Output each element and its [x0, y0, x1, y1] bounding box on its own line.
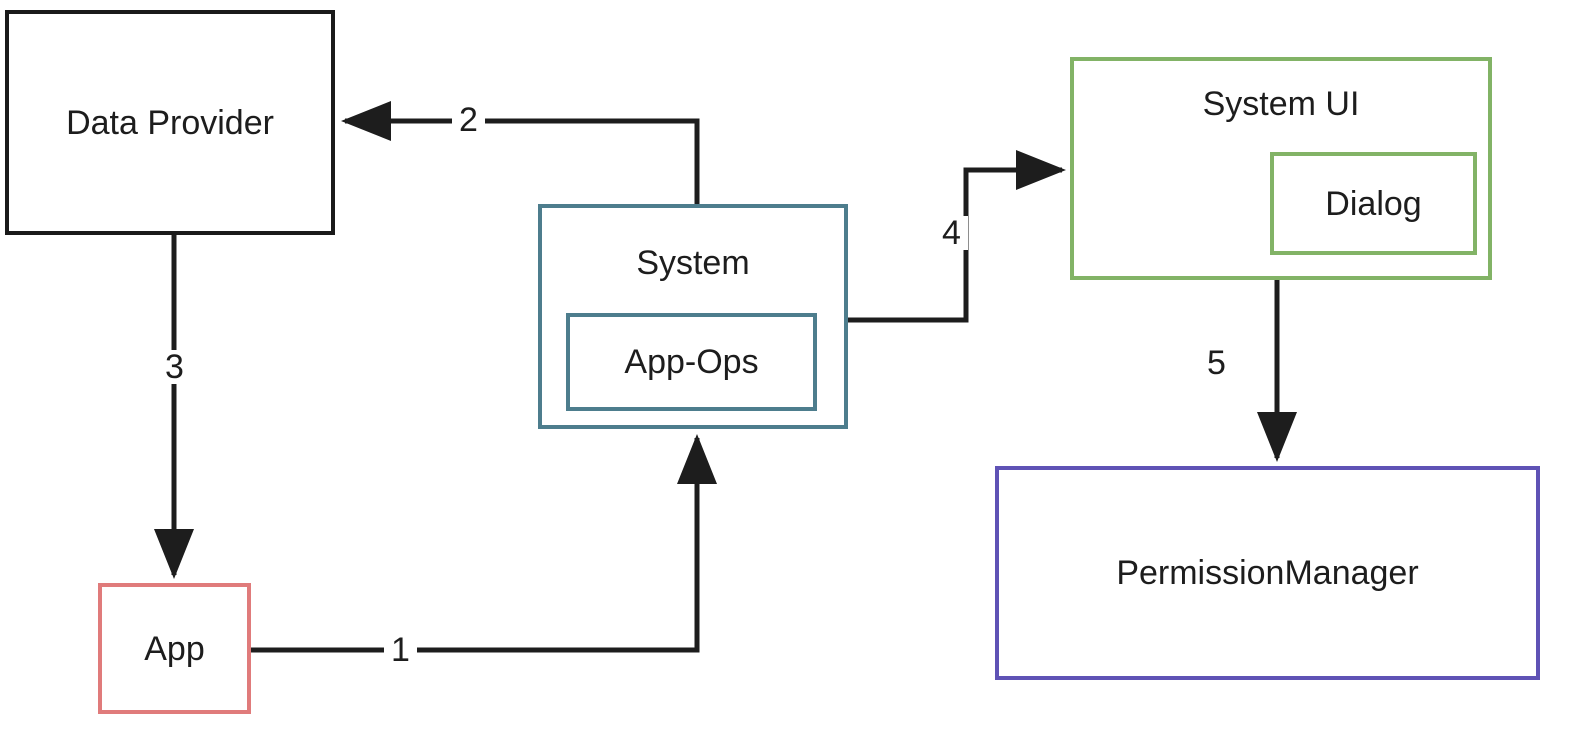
node-app[interactable]: App — [98, 583, 251, 714]
node-dialog-label: Dialog — [1325, 184, 1422, 223]
node-data-provider-label: Data Provider — [66, 103, 274, 142]
node-data-provider[interactable]: Data Provider — [5, 10, 335, 235]
node-app-ops[interactable]: App-Ops — [566, 313, 817, 411]
node-permission-manager-label: PermissionManager — [1116, 554, 1419, 592]
node-system-ui-label: System UI — [1202, 85, 1360, 123]
node-app-ops-label: App-Ops — [624, 343, 759, 381]
edge-label-1: 1 — [384, 633, 417, 667]
edge-label-2: 2 — [452, 103, 485, 137]
edge-label-3: 3 — [158, 350, 191, 384]
edge-2 — [340, 101, 700, 204]
edge-label-4: 4 — [935, 216, 968, 250]
node-system-label: System — [636, 244, 750, 282]
node-dialog[interactable]: Dialog — [1270, 152, 1477, 255]
node-permission-manager[interactable]: PermissionManager — [995, 466, 1540, 680]
edge-label-5: 5 — [1200, 346, 1233, 380]
node-app-label: App — [144, 629, 205, 668]
edge-1 — [251, 433, 717, 653]
